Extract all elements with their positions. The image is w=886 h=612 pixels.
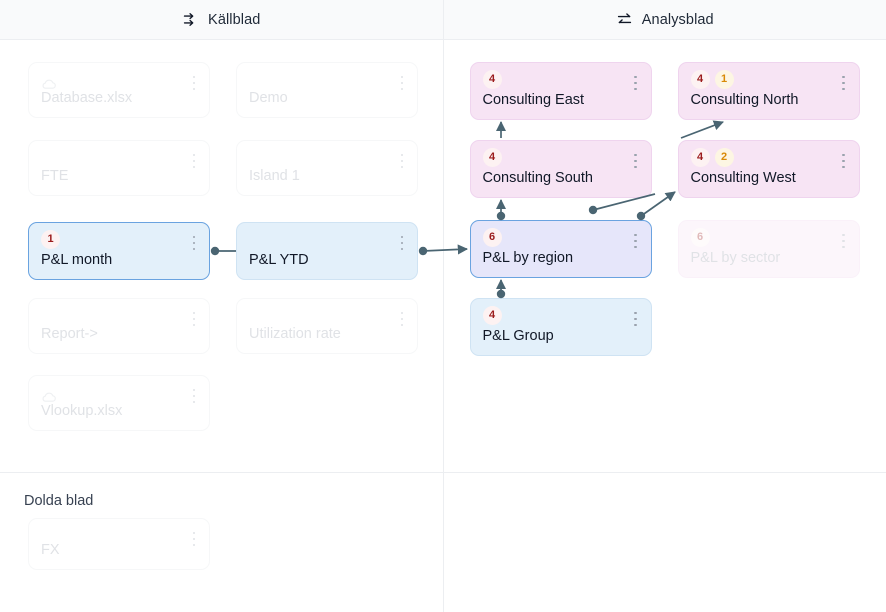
badge-amber: 2 xyxy=(714,148,734,168)
sheet-node-label: Vlookup.xlsx xyxy=(41,403,123,420)
kebab-menu-icon[interactable] xyxy=(630,233,642,249)
sheet-node-utilization-rate[interactable]: Utilization rate xyxy=(236,298,418,354)
column-header-source-label: Källblad xyxy=(208,11,261,28)
badge-group: 4 xyxy=(482,306,639,326)
badge-red: 4 xyxy=(690,70,710,90)
hidden-sheets-label: Dolda blad xyxy=(24,493,94,509)
badge-red: 4 xyxy=(482,148,502,168)
shuffle-right-arrows-icon xyxy=(182,11,199,28)
kebab-menu-icon[interactable] xyxy=(396,235,408,251)
sheet-node-pl-ytd[interactable]: P&L YTD xyxy=(236,222,418,280)
badge-group: 4 xyxy=(482,70,639,90)
sheet-node-label: Island 1 xyxy=(249,168,300,185)
hidden-pane-source: Dolda blad FX xyxy=(0,473,444,612)
badge-red: 4 xyxy=(690,148,710,168)
sheet-node-demo[interactable]: Demo xyxy=(236,62,418,118)
sheet-node-label: P&L YTD xyxy=(249,252,309,269)
badge-red: 6 xyxy=(482,228,502,248)
sheet-node-label: P&L Group xyxy=(482,328,554,345)
kebab-menu-icon[interactable] xyxy=(188,235,200,251)
cloud-icon xyxy=(41,390,57,402)
swap-arrows-icon xyxy=(616,11,633,28)
sheet-node-report-arrow[interactable]: Report-> xyxy=(28,298,210,354)
sheet-node-label: Utilization rate xyxy=(249,326,341,343)
sheet-node-island-1[interactable]: Island 1 xyxy=(236,140,418,196)
kebab-menu-icon[interactable] xyxy=(396,311,408,327)
kebab-menu-icon[interactable] xyxy=(396,153,408,169)
sheet-node-label: P&L by region xyxy=(482,250,574,267)
badge-group: 6 xyxy=(482,228,639,248)
column-header-analysis-label: Analysblad xyxy=(641,11,714,28)
sheet-node-label: Demo xyxy=(249,90,288,107)
kebab-menu-icon[interactable] xyxy=(396,75,408,91)
kebab-menu-icon[interactable] xyxy=(188,531,200,547)
kebab-menu-icon[interactable] xyxy=(188,153,200,169)
kebab-menu-icon[interactable] xyxy=(188,75,200,91)
sheet-node-label: Consulting East xyxy=(482,92,585,109)
sheet-node-fte[interactable]: FTE xyxy=(28,140,210,196)
sheet-node-label: P&L month xyxy=(41,252,113,269)
sheet-node-label: Consulting South xyxy=(482,170,593,187)
column-header-source[interactable]: Källblad xyxy=(0,0,444,40)
badge-group: 6 xyxy=(690,228,847,248)
sheet-node-fx[interactable]: FX xyxy=(28,518,210,570)
hidden-pane-analysis xyxy=(443,473,886,612)
sheet-node-vlookup-xlsx[interactable]: Vlookup.xlsx xyxy=(28,375,210,431)
kebab-menu-icon[interactable] xyxy=(188,311,200,327)
sheet-node-label: Database.xlsx xyxy=(41,90,133,107)
column-header-analysis[interactable]: Analysblad xyxy=(443,0,886,40)
badge-group: 1 xyxy=(41,230,197,250)
kebab-menu-icon[interactable] xyxy=(838,153,850,169)
sheet-node-label: FX xyxy=(41,542,60,559)
badge-red: 1 xyxy=(41,230,60,250)
sheet-node-label: FTE xyxy=(41,168,69,185)
sheet-node-label: Consulting North xyxy=(690,92,799,109)
column-header-row: Källblad Analysblad xyxy=(0,0,886,40)
kebab-menu-icon[interactable] xyxy=(838,75,850,91)
sheet-node-database-xlsx[interactable]: Database.xlsx xyxy=(28,62,210,118)
kebab-menu-icon[interactable] xyxy=(188,388,200,404)
badge-group: 4 xyxy=(482,148,639,168)
hidden-sheets-row: Dolda blad FX xyxy=(0,472,886,612)
kebab-menu-icon[interactable] xyxy=(630,75,642,91)
sheet-node-label: P&L by sector xyxy=(690,250,781,267)
badge-red: 4 xyxy=(482,70,502,90)
sheet-node-label: Consulting West xyxy=(690,170,796,187)
badge-amber: 1 xyxy=(714,70,734,90)
kebab-menu-icon[interactable] xyxy=(630,153,642,169)
sheet-node-label: Report-> xyxy=(41,326,98,343)
badge-red: 4 xyxy=(482,306,502,326)
kebab-menu-icon[interactable] xyxy=(630,311,642,327)
kebab-menu-icon[interactable] xyxy=(838,233,850,249)
badge-red: 6 xyxy=(690,228,710,248)
cloud-icon xyxy=(41,77,57,89)
